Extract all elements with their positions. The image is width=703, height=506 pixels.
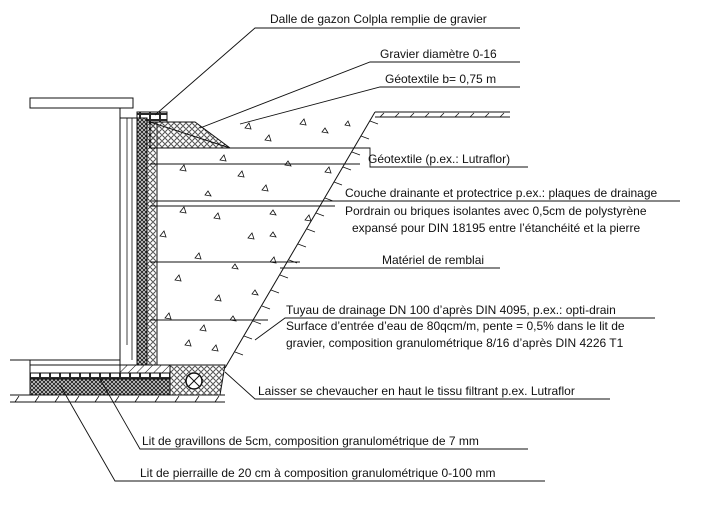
excavation-slope (224, 111, 379, 369)
label-couche-drainante-2: Pordrain ou briques isolantes avec 0,5cm… (345, 204, 647, 218)
label-geotextile-lutraflor: Géotextile (p.ex.: Lutraflor) (368, 152, 510, 166)
label-tuyau-2: Surface d’entrée d’eau de 80qcm/m, pente… (286, 319, 625, 333)
drainage-pipe (185, 372, 203, 390)
pierraille-bed (29, 378, 171, 396)
waterproofing (136, 117, 148, 366)
label-tuyau-3: gravier, composition granulométrique 8/1… (286, 336, 624, 350)
label-dalle-gazon: Dalle de gazon Colpla remplie de gravier (270, 12, 487, 26)
backfill-layers (150, 163, 360, 321)
label-geotextile-b: Géotextile b= 0,75 m (385, 72, 496, 86)
backfill-area (150, 112, 375, 365)
ground-surface (375, 111, 510, 118)
gravillons-bed (29, 372, 171, 380)
labels: Dalle de gazon Colpla remplie de gravier… (140, 12, 658, 480)
label-materiel-remblai: Matériel de remblai (382, 253, 484, 267)
label-lit-pierraille: Lit de pierraille de 20 cm à composition… (140, 466, 496, 480)
label-chevaucher: Laisser se chevaucher en haut le tissu f… (258, 384, 575, 398)
leader-lines (59, 27, 680, 482)
label-lit-gravillons: Lit de gravillons de 5cm, composition gr… (142, 434, 479, 448)
top-slab (29, 97, 134, 118)
backfill-aggregate (159, 118, 351, 352)
drainage-layer (146, 121, 158, 366)
label-gravier: Gravier diamètre 0-16 (380, 47, 497, 61)
basement-wall (119, 117, 138, 366)
base-ground (10, 359, 225, 403)
label-couche-drainante-1: Couche drainante et protectrice p.ex.: p… (345, 186, 658, 200)
label-tuyau-1: Tuyau de drainage DN 100 d’après DIN 409… (286, 303, 616, 317)
label-couche-drainante-3: expansé pour DIN 18195 entre l’étanchéit… (352, 221, 641, 235)
